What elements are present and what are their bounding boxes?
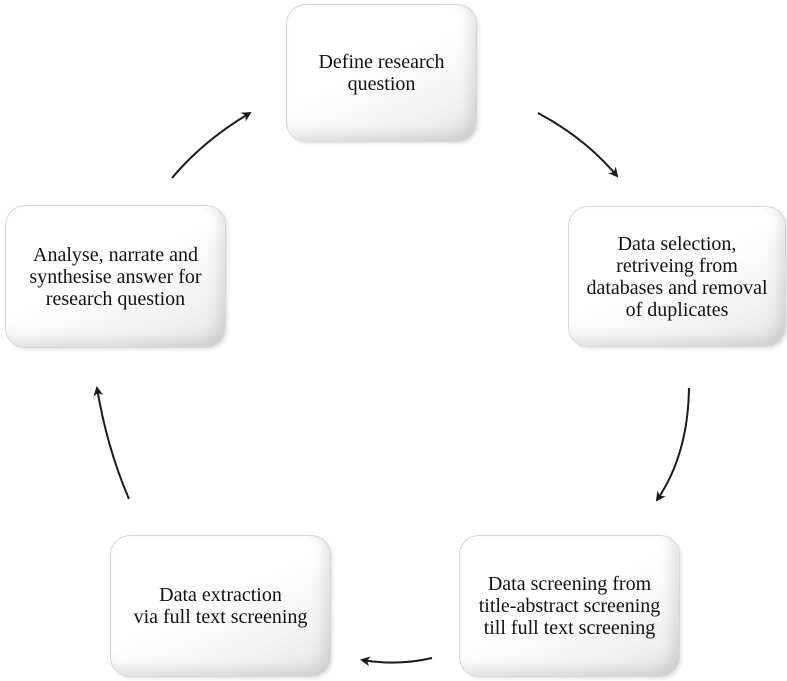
arrow-extraction-to-analyse: [93, 386, 130, 500]
step-data-extraction: Data extraction via full text screening: [110, 535, 331, 677]
arrow-screening-to-extraction: [360, 656, 433, 667]
step-define-research-question: Define research question: [286, 4, 477, 142]
step-label: Data extraction via full text screening: [133, 584, 308, 628]
arrow-define-to-selection: [537, 112, 619, 178]
arrow-selection-to-screening: [655, 387, 690, 502]
step-label: Data selection, retriveing from database…: [586, 232, 768, 321]
step-data-selection: Data selection, retriveing from database…: [568, 206, 786, 347]
step-label: Data screening from title-abstract scree…: [478, 573, 661, 639]
step-data-screening: Data screening from title-abstract scree…: [459, 535, 680, 677]
arrow-analyse-to-define: [171, 111, 252, 179]
step-analyse-synthesise: Analyse, narrate and synthesise answer f…: [5, 205, 226, 348]
step-label: Define research question: [318, 51, 445, 95]
step-label: Analyse, narrate and synthesise answer f…: [29, 243, 202, 310]
